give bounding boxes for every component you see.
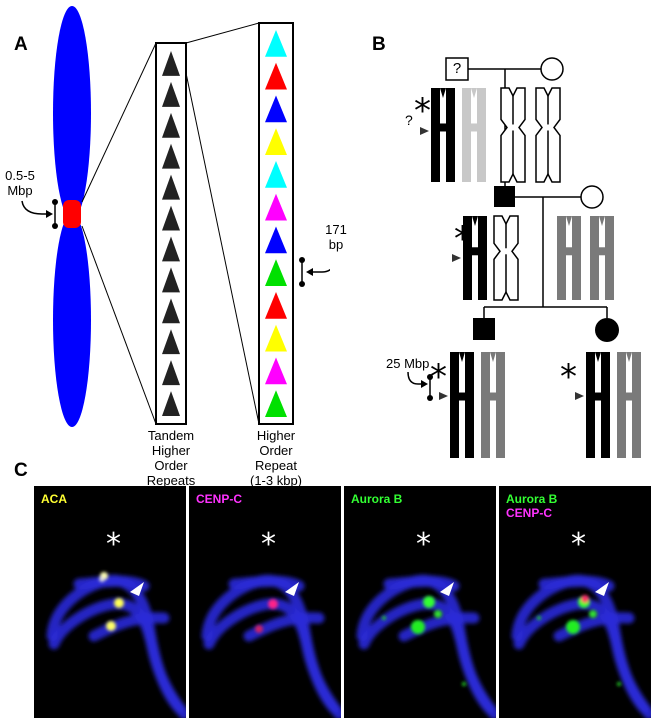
gen2-maternal-chromosome-a (557, 216, 581, 300)
monomer-bracket (301, 260, 330, 284)
monomer-triangle (265, 161, 287, 188)
monomer-triangle (265, 193, 287, 221)
centromere-arrowhead (595, 582, 609, 596)
tandem-repeat-triangle (162, 267, 180, 293)
pedigree-grandmother-circle (540, 57, 564, 81)
monomer-triangle (265, 357, 287, 385)
micrograph-aurora-b: Aurora B * (344, 486, 496, 718)
monomer-triangle (265, 292, 287, 319)
gen1-normal-chromosome-a (500, 87, 526, 183)
gen1-homolog-chromosome (462, 88, 486, 182)
centromere-region (63, 200, 81, 228)
gen3-daughter-dicentric-chromosome (586, 352, 610, 458)
pedigree-son-square (473, 318, 495, 340)
monomer-triangle (265, 390, 287, 417)
tandem-repeat-triangle (162, 112, 180, 138)
panel-b-letter: B (372, 34, 386, 55)
chromosome-lower-arm (53, 213, 91, 427)
tandem-repeat-triangle (162, 360, 180, 386)
gen1-arrowhead (420, 127, 429, 135)
micrograph-label: CENP-C (196, 492, 243, 506)
gen1-asterisk: * (414, 91, 431, 131)
gen1-dicentric-chromosome (431, 88, 455, 182)
pedigree-father-square (494, 186, 515, 207)
gen2-dicentric-chromosome (463, 216, 487, 300)
monomer-triangle (265, 30, 287, 57)
monomer-size-label: 171 bp (325, 222, 347, 252)
fluorescent-signals (255, 599, 278, 633)
tandem-repeat-triangle (162, 391, 180, 416)
gen2-maternal-chromosome-b (590, 216, 614, 300)
higher-order-repeat-label: Higher Order Repeat (1-3 kbp) (249, 428, 303, 488)
chromosome-upper-arm (53, 6, 91, 220)
gen3-son-homolog-chromosome (481, 352, 505, 458)
tandem-repeat-triangle (162, 329, 180, 355)
pedigree-mother-circle (580, 185, 604, 209)
monomer-triangle (265, 128, 287, 155)
centromere-arrowhead (285, 582, 299, 596)
gen3-left-arrowhead (439, 392, 448, 400)
gen2-asterisk: * (454, 219, 471, 259)
micrograph-asterisk: * (261, 527, 276, 562)
micrograph-aca: ACA * (34, 486, 186, 718)
pedigree-diagram (407, 57, 641, 458)
fluorescent-signals (99, 572, 124, 631)
tandem-repeat-triangle (162, 298, 180, 324)
panel-c-letter: C (14, 460, 28, 481)
pedigree-daughter-circle (595, 318, 619, 342)
fluorescent-signals (537, 595, 621, 686)
centromere-arrowhead (440, 582, 454, 596)
fluorescent-signals (382, 596, 466, 686)
tandem-repeat-triangle (162, 51, 180, 76)
micrograph-cenp-c: CENP-C * (189, 486, 341, 718)
gen1-normal-chromosome-b (535, 87, 561, 183)
gen2-arrowhead (452, 254, 461, 262)
panel-a-letter: A (14, 34, 28, 55)
gen3-left-asterisk: * (430, 357, 447, 397)
gen3-right-arrowhead (575, 392, 584, 400)
micrograph-asterisk: * (416, 527, 431, 562)
monomer-triangle (265, 95, 287, 123)
micrograph-label: Aurora B CENP-C (506, 492, 558, 520)
gen3-son-dicentric-chromosome (450, 352, 474, 458)
tandem-repeat-triangle (162, 81, 180, 107)
tandem-repeat-triangle (162, 143, 180, 169)
centromere-arrowhead (130, 582, 144, 596)
size-label-25mbp: 25 Mbp (386, 356, 430, 371)
micrograph-asterisk: * (106, 527, 121, 562)
tandem-repeat-triangle (162, 236, 180, 262)
left-size-label: 0.5-5 Mbp (5, 168, 35, 198)
gen3-right-asterisk: * (560, 357, 577, 397)
tandem-repeat-triangle (162, 174, 180, 200)
micrograph-label: ACA (41, 492, 67, 506)
gen1-question-mark: ? (405, 112, 413, 128)
micrograph-merge: Aurora B CENP-C * (499, 486, 651, 718)
micrograph-label: Aurora B (351, 492, 403, 506)
tandem-repeat-triangle (162, 205, 180, 231)
size-bracket-25mbp (407, 371, 431, 398)
monomer-triangle (265, 226, 287, 254)
tandem-repeats-label: Tandem Higher Order Repeats (146, 428, 196, 488)
micrograph-asterisk: * (571, 527, 586, 562)
size-bracket-left (21, 200, 56, 226)
panel-a-diagram (21, 6, 330, 427)
higher-order-repeat-box (258, 22, 294, 425)
unknown-phenotype-mark: ? (452, 60, 462, 77)
gen2-normal-chromosome (493, 215, 519, 301)
monomer-triangle (265, 62, 287, 90)
monomer-triangle (265, 259, 287, 286)
gen3-daughter-homolog-chromosome (617, 352, 641, 458)
monomer-triangle (265, 324, 287, 352)
